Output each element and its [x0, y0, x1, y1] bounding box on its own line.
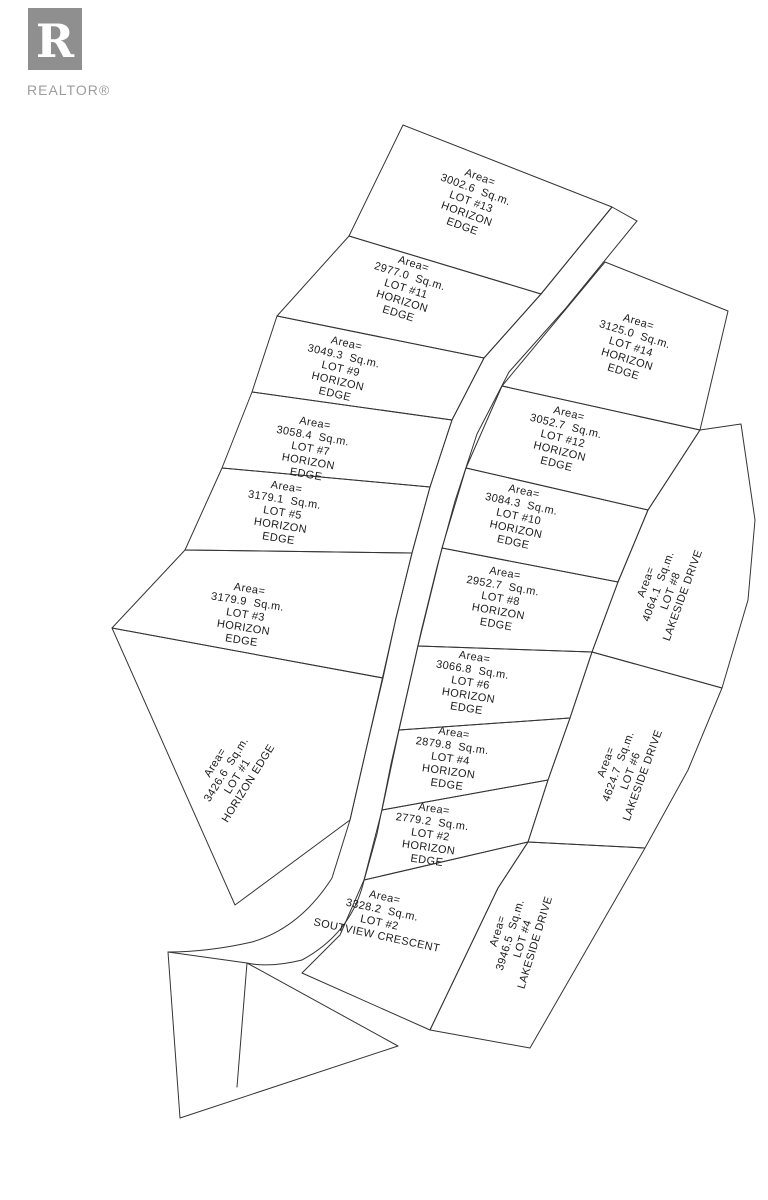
lot-number: LOT #2 — [410, 826, 450, 843]
lot-10-boundary — [441, 467, 649, 583]
lot-3-label: Area= 3179.9 Sq.m. LOT #3 HORIZON EDGE — [210, 581, 285, 649]
lot-4-lakeside-boundary — [429, 841, 646, 1049]
lot-4-lakeside-label: Area= 3946.5 Sq.m. LOT #4 LAKESIDE DRIVE — [488, 895, 555, 990]
area-eq: Area= — [438, 725, 471, 741]
lot-6-boundary — [398, 645, 593, 731]
realtor-logo-box — [28, 8, 82, 70]
street-2: EDGE — [224, 632, 258, 649]
area-eq: Area= — [298, 415, 331, 432]
area-eq: Area= — [233, 581, 266, 598]
realtor-logo-letter: R — [36, 14, 75, 68]
lot-14-label: Area= 3125.0 Sq.m. LOT #14 HORIZON EDGE — [598, 312, 672, 383]
lot-8-label: Area= 2952.7 Sq.m. LOT #8 HORIZON EDGE — [465, 565, 540, 634]
street-2: EDGE — [479, 616, 513, 634]
area-eq: Area= — [418, 801, 451, 817]
lot-4-label: Area= 2879.8 Sq.m. LOT #4 HORIZON EDGE — [415, 725, 490, 793]
lot-8-lakeside-label: Area= 4064.1 Sq.m. LOT #8 LAKESIDE DRIVE — [635, 548, 705, 642]
lot-11-label: Area= 2977.0 Sq.m. LOT #11 HORIZON EDGE — [373, 254, 447, 325]
lot-6-lakeside-label: Area= 4624.7 Sq.m. LOT #6 LAKESIDE DRIVE — [595, 728, 665, 822]
lot-2-soutview-label: Area= 3328.2 Sq.m. LOT #2 SOUTVIEW CRESC… — [312, 888, 441, 955]
lot-5-label: Area= 3179.1 Sq.m. LOT #5 HORIZON EDGE — [247, 479, 322, 547]
lot-6-label: Area= 3066.8 Sq.m. LOT #6 HORIZON EDGE — [435, 649, 510, 717]
lot-13-label: Area= 3002.6 Sq.m. LOT #13 HORIZON EDGE — [439, 167, 512, 238]
south-parcel-outline — [167, 951, 399, 1119]
street-2: EDGE — [410, 853, 444, 869]
road-left-edge — [167, 206, 613, 953]
street-2: EDGE — [289, 466, 323, 484]
lot-9-label: Area= 3049.3 Sq.m. LOT #9 HORIZON EDGE — [306, 334, 380, 404]
lot-number: LOT #4 — [430, 750, 470, 767]
street-2: EDGE — [261, 530, 295, 547]
lot-12-label: Area= 3052.7 Sq.m. LOT #12 HORIZON EDGE — [529, 404, 603, 474]
lot-10-label: Area= 3084.3 Sq.m. LOT #10 HORIZON EDGE — [484, 482, 559, 551]
realtor-logo: R REALTOR® — [27, 8, 110, 98]
area-eq: Area= — [488, 565, 521, 582]
street-2: EDGE — [430, 777, 464, 793]
lot-4-boundary — [381, 717, 571, 811]
south-parcel-divider — [236, 962, 248, 1088]
lot-1-label: Area= 3426.6 Sq.m. LOT #1 HORIZON EDGE — [202, 735, 278, 824]
road-top-cap — [611, 206, 638, 222]
realtor-brand-text: REALTOR® — [27, 82, 110, 98]
area-eq: Area= — [270, 479, 303, 496]
lot-7-label: Area= 3058.4 Sq.m. LOT #7 HORIZON EDGE — [275, 415, 350, 484]
road-right-edge — [246, 220, 638, 966]
lot-2-label: Area= 2779.2 Sq.m. LOT #2 HORIZON EDGE — [395, 801, 470, 869]
area-eq: Area= — [458, 649, 491, 666]
street-2: EDGE — [449, 700, 483, 717]
